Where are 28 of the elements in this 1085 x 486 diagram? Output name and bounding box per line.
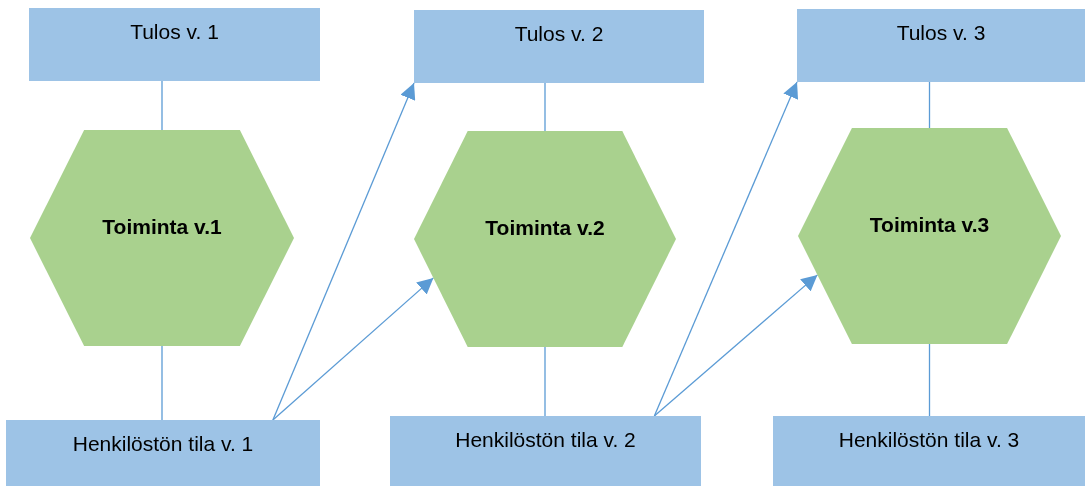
connector-line [928, 81, 931, 129]
hexagon-label: Toiminta v.1 [102, 215, 222, 239]
box-label: Henkilöstön tila v. 1 [72, 432, 254, 455]
box-label: Tulos v. 2 [514, 22, 604, 45]
hexagon-shape [414, 131, 676, 347]
process-box [390, 416, 701, 486]
box-label: Tulos v. 1 [130, 20, 219, 43]
box-label: Tulos v. 3 [896, 21, 986, 44]
process-box [6, 420, 320, 486]
hexagon-label: Toiminta v.3 [869, 213, 990, 237]
process-box [29, 8, 320, 81]
arrow [653, 274, 819, 417]
hexagon-shape [798, 128, 1061, 344]
arrow [653, 81, 799, 417]
box-label: Henkilöstön tila v. 2 [455, 428, 636, 451]
process-box [773, 416, 1085, 486]
arrow [272, 82, 416, 421]
connector-line [161, 345, 163, 421]
connector-line [544, 82, 546, 132]
arrow [272, 277, 435, 421]
connector-line [161, 80, 163, 131]
process-box [414, 10, 704, 83]
hexagon-shape [30, 130, 294, 346]
connector-line [544, 346, 546, 417]
process-box [797, 9, 1085, 82]
hexagon-label: Toiminta v.2 [485, 216, 605, 240]
connector-line [928, 343, 931, 417]
box-label: Henkilöstön tila v. 3 [838, 428, 1020, 451]
